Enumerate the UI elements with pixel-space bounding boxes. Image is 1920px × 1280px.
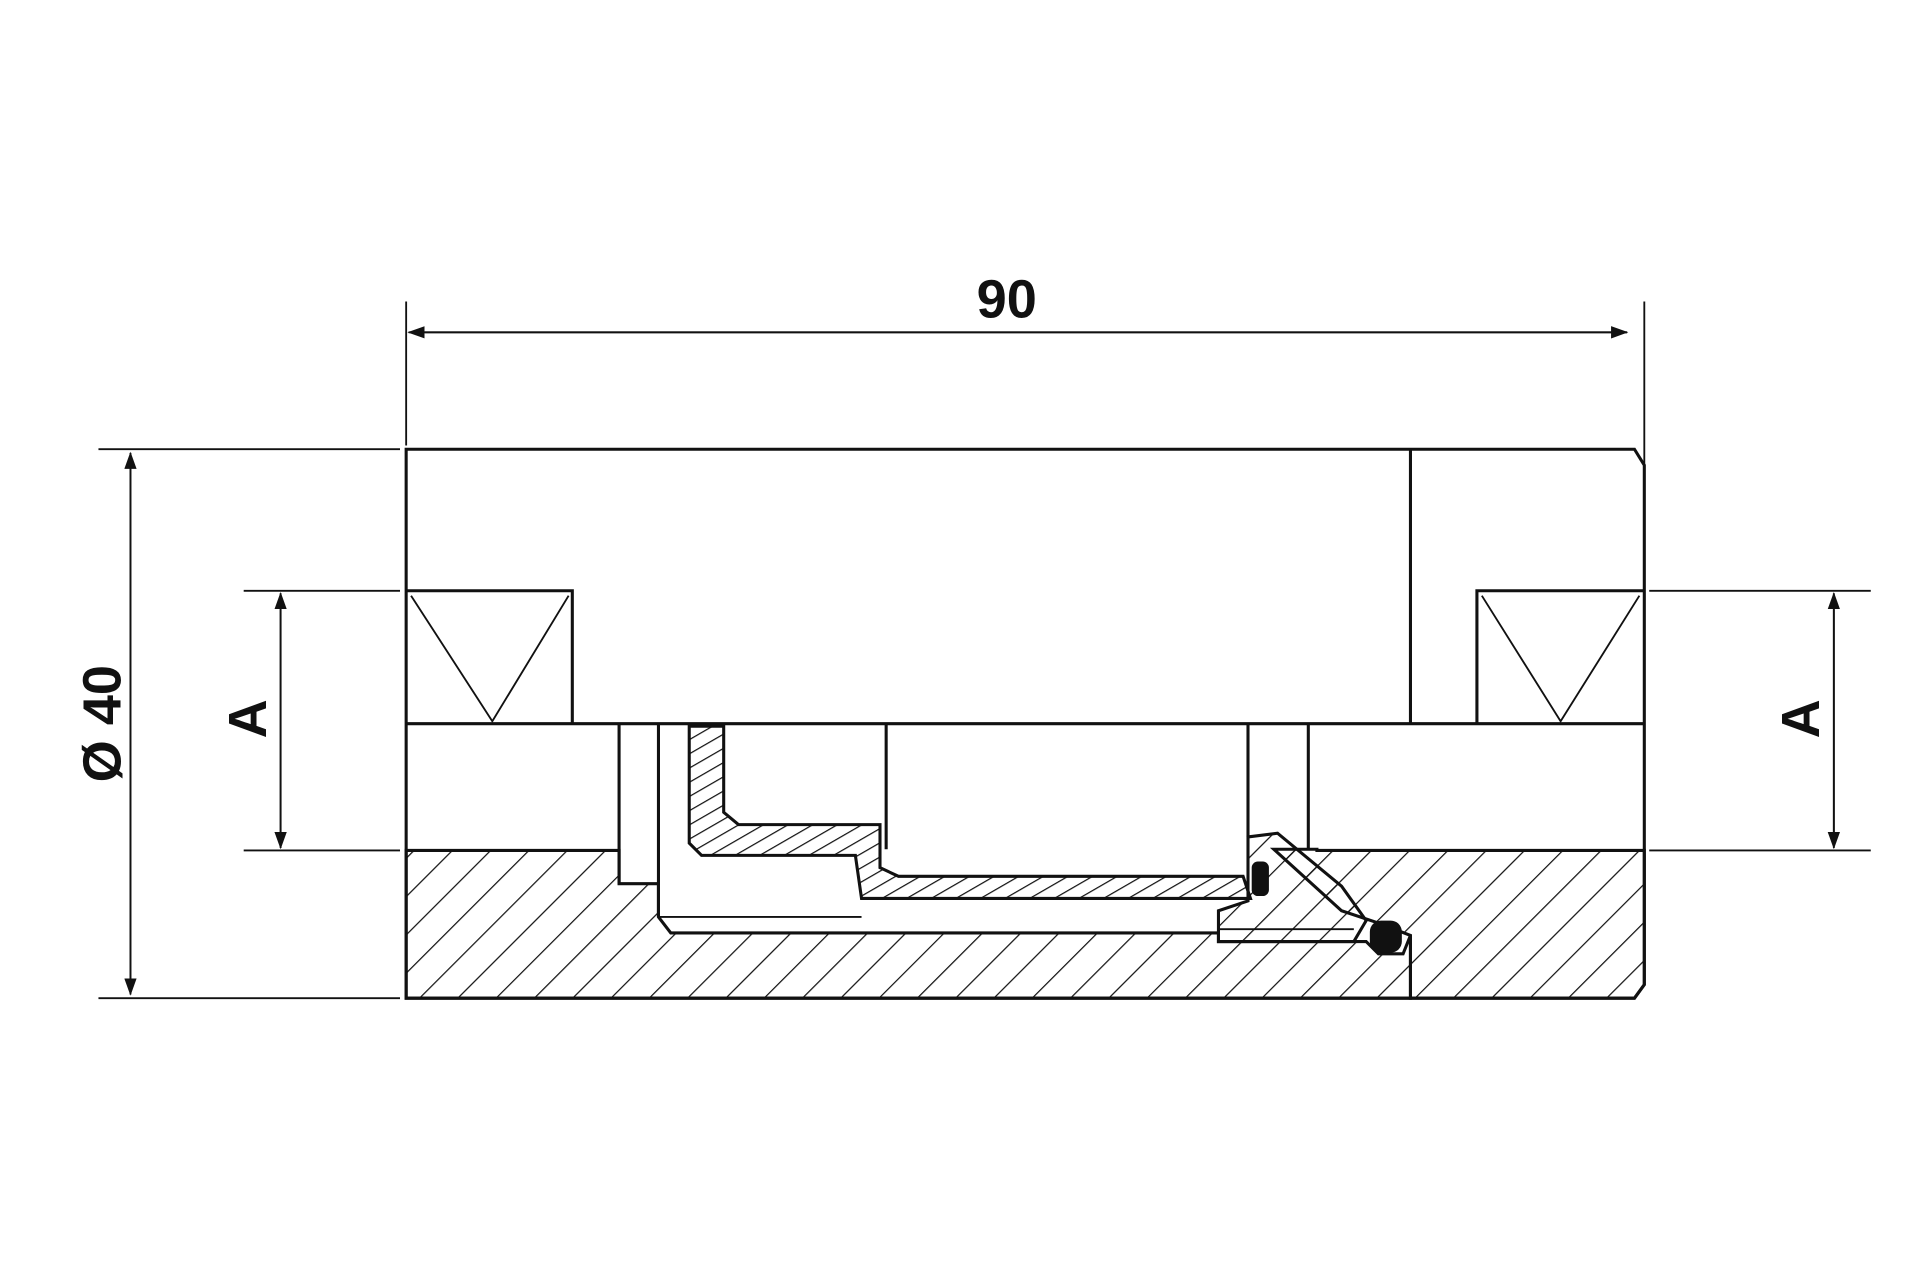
right-a-label: A [1771, 699, 1831, 738]
length-dimension: 90 [405, 270, 1646, 468]
diameter-dimension-label: Ø 40 [73, 665, 133, 782]
length-dimension-label: 90 [977, 270, 1037, 330]
o-ring-lower [1369, 920, 1402, 953]
left-a-dimension: A [218, 589, 400, 852]
left-a-label: A [218, 699, 278, 738]
seal-insert [1216, 831, 1368, 944]
part-body [404, 447, 1646, 1000]
right-a-dimension: A [1649, 589, 1871, 852]
o-ring-upper [1251, 861, 1269, 896]
sleeve [687, 724, 1253, 900]
diameter-dimension: Ø 40 [73, 448, 400, 1000]
